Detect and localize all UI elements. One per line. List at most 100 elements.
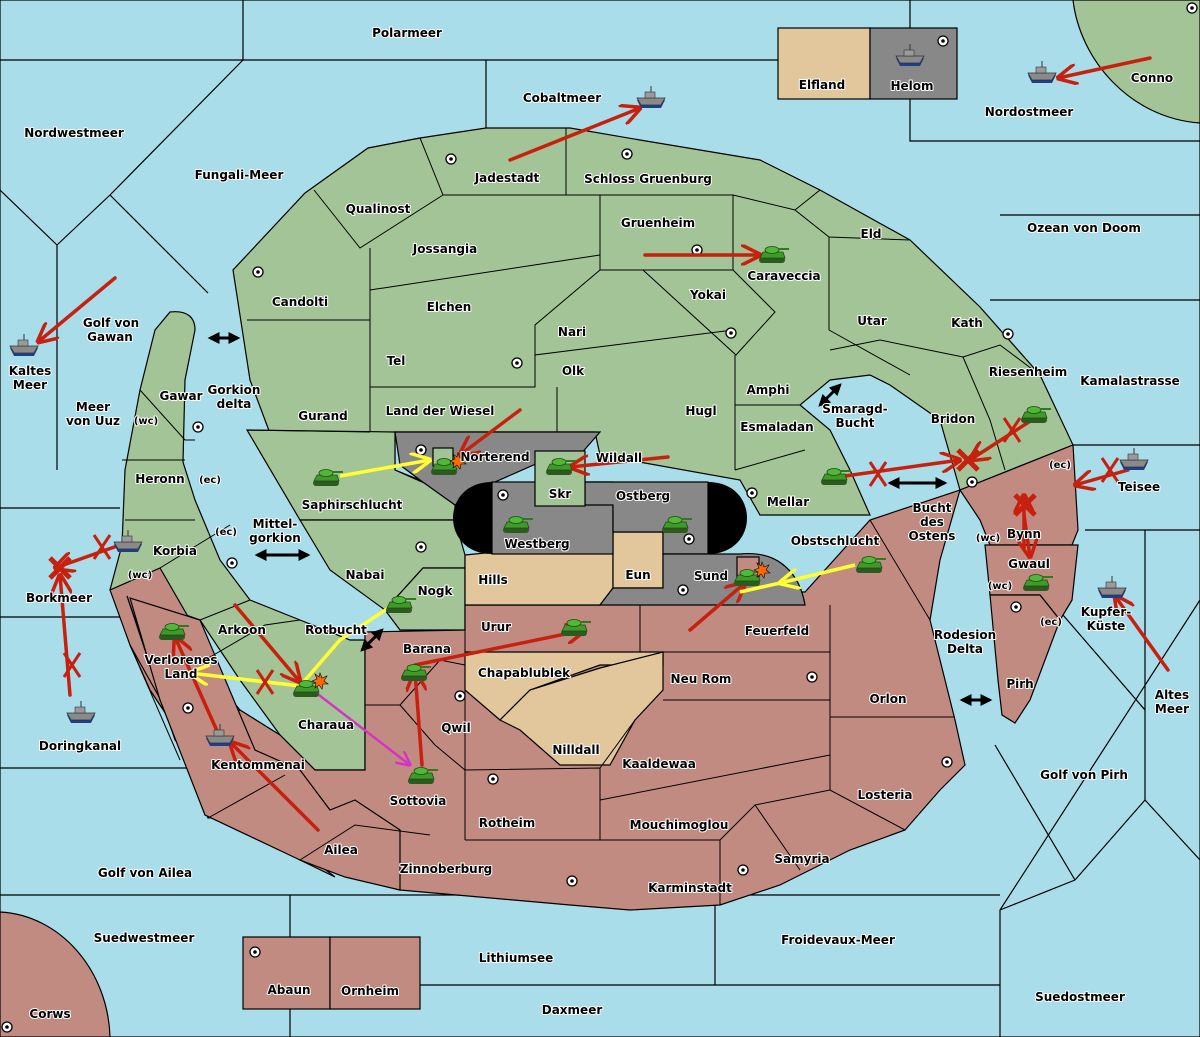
label-kaaldewaa: Kaaldewaa [622, 757, 696, 771]
label-mittelgorkion: Mittel- [253, 517, 298, 531]
label-abaun: Abaun [267, 983, 310, 997]
label-olk: Olk [562, 364, 585, 378]
label-ailea: Ailea [324, 843, 358, 857]
label-chapablublek: Chapablublek [478, 666, 571, 680]
sea-labels: Polarmeer Cobaltmeer Nordwestmeer Fungal… [8, 25, 1190, 1018]
label-gruenheim: Gruenheim [621, 216, 695, 230]
supply-center-icon [182, 702, 194, 714]
label-qualinost: Qualinost [346, 202, 411, 216]
label-lithiumsee: Lithiumsee [479, 951, 554, 965]
coast-tag: (wc) [134, 416, 158, 427]
label-smaragd-bucht: Bucht [835, 416, 874, 430]
label-gorkion-delta: Gorkion [208, 383, 261, 397]
move-order-arrow [230, 742, 320, 832]
label-amphi: Amphi [746, 383, 789, 397]
canal-arrows [207, 332, 993, 706]
coast-tag: (wc) [128, 570, 152, 581]
label-saphirschlucht: Saphirschlucht [302, 498, 403, 512]
supply-center-icon [1, 1021, 13, 1033]
convoy-order-arrow [314, 691, 410, 765]
label-orlon: Orlon [869, 692, 906, 706]
supply-center-icon [445, 153, 457, 165]
label-qwil: Qwil [441, 721, 471, 735]
supply-center-icon [677, 584, 689, 596]
label-ozean: Ozean von Doom [1027, 221, 1141, 235]
label-heronn: Heronn [135, 472, 184, 486]
move-order-arrow [175, 637, 224, 744]
label-corws: Corws [29, 1007, 70, 1021]
label-kentommenai: Kentommenai [211, 758, 305, 772]
land-labels: Elfland Helom Conno Jadestadt Schloss Gr… [28, 70, 1174, 1022]
label-ornheim: Ornheim [341, 984, 399, 998]
move-order-arrow [843, 460, 960, 478]
label-hugl: Hugl [685, 404, 716, 418]
label-teisee: Teisee [1118, 480, 1160, 494]
label-obstschlucht: Obstschlucht [791, 534, 880, 548]
label-altes-meer: Altes [1155, 688, 1189, 702]
label-zinnoberburg: Zinnoberburg [400, 862, 492, 876]
label-bridon: Bridon [931, 412, 976, 426]
label-meer-uuz: Meer [76, 400, 110, 414]
label-nogk: Nogk [418, 584, 454, 598]
label-kupfer-kueste: Kupfer- [1081, 605, 1131, 619]
move-order-arrow [1115, 596, 1170, 672]
label-elfland: Elfland [799, 78, 845, 92]
label-nordostmeer: Nordostmeer [985, 105, 1074, 119]
supply-center-icon [937, 35, 949, 47]
label-hills: Hills [478, 573, 508, 587]
label-schloss-gruenburg: Schloss Gruenburg [584, 172, 712, 186]
coast-tag: (wc) [976, 533, 1000, 544]
label-bucht-ostens: Ostens [909, 529, 956, 543]
label-korbia: Korbia [153, 544, 197, 558]
label-candolti: Candolti [272, 295, 328, 309]
label-kaltes-meer: Meer [13, 378, 47, 392]
supply-center-icon [566, 875, 578, 887]
failed-orders [48, 417, 1120, 695]
label-westberg: Westberg [504, 537, 569, 551]
territory-elfland[interactable] [777, 27, 871, 100]
support-order-line [739, 581, 781, 594]
supply-center-icon [1186, 2, 1198, 14]
territory-pirh[interactable] [989, 594, 1061, 724]
support-order-arrow [780, 563, 856, 583]
label-wildall: Wildall [596, 451, 642, 465]
label-ostberg: Ostberg [616, 489, 670, 503]
label-nabai: Nabai [346, 568, 385, 582]
territory-corws[interactable] [0, 911, 111, 1037]
label-samyria: Samyria [774, 852, 829, 866]
territory-eun[interactable] [612, 531, 664, 589]
label-rodesion-delta: Delta [947, 642, 983, 656]
supply-center-icon [1010, 601, 1022, 613]
move-order-arrow [1024, 513, 1030, 557]
label-arkoon: Arkoon [218, 623, 266, 637]
label-cobaltmeer: Cobaltmeer [523, 91, 601, 105]
label-smaragd-bucht: Smaragd- [822, 402, 887, 416]
label-mittelgorkion: gorkion [249, 531, 301, 545]
move-order-arrow [570, 457, 670, 467]
supply-center-icon [511, 357, 523, 369]
territory-ornheim[interactable] [329, 936, 421, 1010]
label-fungali: Fungali-Meer [195, 168, 284, 182]
label-suedostmeer: Suedostmeer [1035, 990, 1125, 1004]
supply-center-icon [487, 773, 499, 785]
label-golf-pirh: Golf von Pirh [1040, 768, 1128, 782]
move-order-arrow [60, 575, 70, 697]
label-caraveccia: Caraveccia [747, 269, 820, 283]
label-meer-uuz: von Uuz [66, 414, 120, 428]
label-feuerfeld: Feuerfeld [745, 624, 810, 638]
label-bucht-ostens: Bucht [912, 501, 951, 515]
label-sottovia: Sottovia [390, 794, 447, 808]
label-charaua: Charaua [298, 718, 354, 732]
label-eld: Eld [861, 227, 882, 241]
supply-center-icon [415, 541, 427, 553]
label-kaltes-meer: Kaltes [9, 364, 52, 378]
move-order-arrow [1075, 468, 1130, 485]
label-kath: Kath [951, 316, 983, 330]
label-elchen: Elchen [427, 300, 472, 314]
label-gwaul: Gwaul [1008, 557, 1050, 571]
supply-center-icon [746, 487, 758, 499]
label-polarmeer: Polarmeer [372, 26, 442, 40]
label-losteria: Losteria [857, 788, 912, 802]
supply-center-icon [252, 266, 264, 278]
